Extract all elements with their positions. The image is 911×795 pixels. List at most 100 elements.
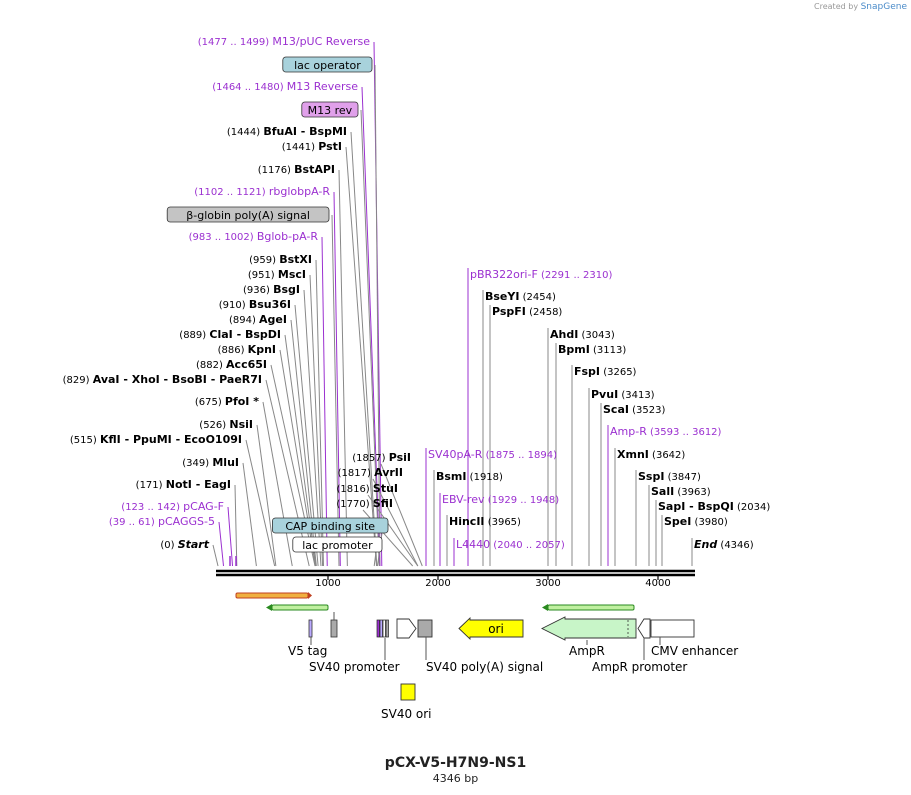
label-position: (1441) [282, 142, 318, 153]
label-text: pBR322ori-F (2291 .. 2310) [470, 268, 612, 281]
label-text: End (4346) [694, 538, 754, 551]
label-position: (936) [243, 285, 273, 296]
label-text: EBV-rev (1929 .. 1948) [442, 493, 559, 506]
leader-line [321, 236, 328, 567]
label-position: (1816) [336, 484, 372, 495]
label-name: StuI [373, 482, 398, 495]
leader-line [227, 506, 234, 567]
label-name: SalI [651, 485, 674, 498]
label-pcaggs-5: (39 .. 61) pCAGGS-5 [109, 515, 215, 528]
leader-line [245, 439, 276, 567]
leader-line [367, 494, 419, 567]
feature-label-box [282, 56, 373, 73]
label-position: (3265) [600, 367, 637, 378]
label-name: Amp-R [610, 425, 647, 438]
label-amp-r: Amp-R (3593 .. 3612) [610, 425, 722, 438]
label-sspi: SspI (3847) [638, 470, 701, 483]
label-position: (3593 .. 3612) [647, 427, 722, 438]
label-position: (1929 .. 1948) [485, 495, 560, 506]
label-text: (349) MluI [182, 456, 239, 469]
label-name: pBR322ori-F [470, 268, 538, 281]
orf-arrow [235, 592, 309, 599]
label-cap-binding-site: CAP binding site [271, 517, 389, 534]
label-text: (983 .. 1002) Bglob-pA-R [189, 230, 319, 243]
label-pbr322ori-f: pBR322ori-F (2291 .. 2310) [470, 268, 612, 281]
label-xmni: XmnI (3642) [617, 448, 685, 461]
leader-line [360, 109, 380, 567]
label-psti: (1441) PstI [282, 140, 342, 153]
label-position: (2458) [526, 307, 563, 318]
leader-line [345, 146, 378, 567]
label-position: (3963) [674, 487, 711, 498]
leader-line [372, 478, 419, 567]
label-text: (515) KflI - PpuMI - EcoO109I [70, 433, 242, 446]
label-text: L4440 (2040 .. 2057) [456, 538, 565, 551]
label-name: ClaI - BspDI [209, 328, 281, 341]
leader-line [212, 544, 219, 567]
label-bglob-pa-r: (983 .. 1002) Bglob-pA-R [189, 230, 319, 243]
label-text: (675) PfoI * [195, 395, 259, 408]
label-mlui: (349) MluI [182, 456, 239, 469]
label-position: (515) [70, 435, 100, 446]
label-fspi: FspI (3265) [574, 365, 637, 378]
label-avai-xhoi-bsobi-paer7i: (829) AvaI - XhoI - BsoBI - PaeR7I [63, 373, 262, 386]
label-ebv-rev: EBV-rev (1929 .. 1948) [442, 493, 559, 506]
feature-thin [385, 619, 389, 638]
feature-label-text: M13 rev [308, 104, 353, 117]
tick-label: 3000 [535, 578, 560, 589]
feature-name: AmpR [569, 644, 605, 658]
label-start: (0) Start [160, 538, 209, 551]
label-name: KflI - PpuMI - EcoO109I [100, 433, 242, 446]
label-position: (2034) [734, 502, 771, 513]
orf-arrow-head [308, 592, 312, 599]
label-name: L4440 [456, 538, 490, 551]
label-position: (3523) [629, 405, 666, 416]
snapgene-credit: Created by SnapGene [814, 2, 907, 12]
label-ahdi: AhdI (3043) [550, 328, 615, 341]
label-name: SapI - BspQI [658, 500, 734, 513]
label-name: SpeI [664, 515, 691, 528]
leader-line [256, 424, 277, 567]
label-position: (0) [160, 540, 177, 551]
label-bfuai-bspmi: (1444) BfuAI - BspMI [227, 125, 347, 138]
label-name: PspFI [492, 305, 526, 318]
label-text: (1441) PstI [282, 140, 342, 153]
label-position: (3113) [590, 345, 627, 356]
label-name: MscI [278, 268, 306, 281]
label-position: (171) [136, 480, 166, 491]
feature-name: AmpR promoter [592, 660, 687, 674]
label-position: (3043) [578, 330, 615, 341]
feature-cmv-enhancer [650, 619, 695, 638]
label-clai-bspdi: (889) ClaI - BspDI [179, 328, 281, 341]
map-title-block: pCX-V5-H7N9-NS1 4346 bp [0, 755, 911, 785]
label-name: HincII [449, 515, 485, 528]
leader-line [265, 379, 310, 567]
tick-label: 1000 [315, 578, 340, 589]
label-position: (983 .. 1002) [189, 232, 257, 243]
label-text: (1770) SfiI [336, 497, 393, 510]
label-bsu36i: (910) Bsu36I [219, 298, 291, 311]
label-position: (4346) [717, 540, 754, 551]
label-noti-eagi: (171) NotI - EagI [136, 478, 231, 491]
label-text: (1444) BfuAI - BspMI [227, 125, 347, 138]
leader-line [333, 191, 341, 567]
label-pvui: PvuI (3413) [591, 388, 655, 401]
leader-line [373, 551, 377, 567]
label-position: (349) [182, 458, 212, 469]
label-text: (171) NotI - EagI [136, 478, 231, 491]
feature-small-block [330, 619, 338, 638]
label-acc65i: (882) Acc65I [196, 358, 267, 371]
feature-thin [382, 619, 386, 638]
label-text: (1477 .. 1499) M13/pUC Reverse [198, 35, 370, 48]
label-name: KpnI [248, 343, 276, 356]
label-stui: (1816) StuI [336, 482, 398, 495]
feature-label-box [166, 206, 330, 223]
feature-label-text: β-globin poly(A) signal [186, 209, 310, 222]
label-text: BpmI (3113) [558, 343, 626, 356]
label-text: HincII (3965) [449, 515, 521, 528]
feature-name: SV40 poly(A) signal [426, 660, 543, 674]
label-name: M13 Reverse [287, 80, 358, 93]
label-text: XmnI (3642) [617, 448, 685, 461]
